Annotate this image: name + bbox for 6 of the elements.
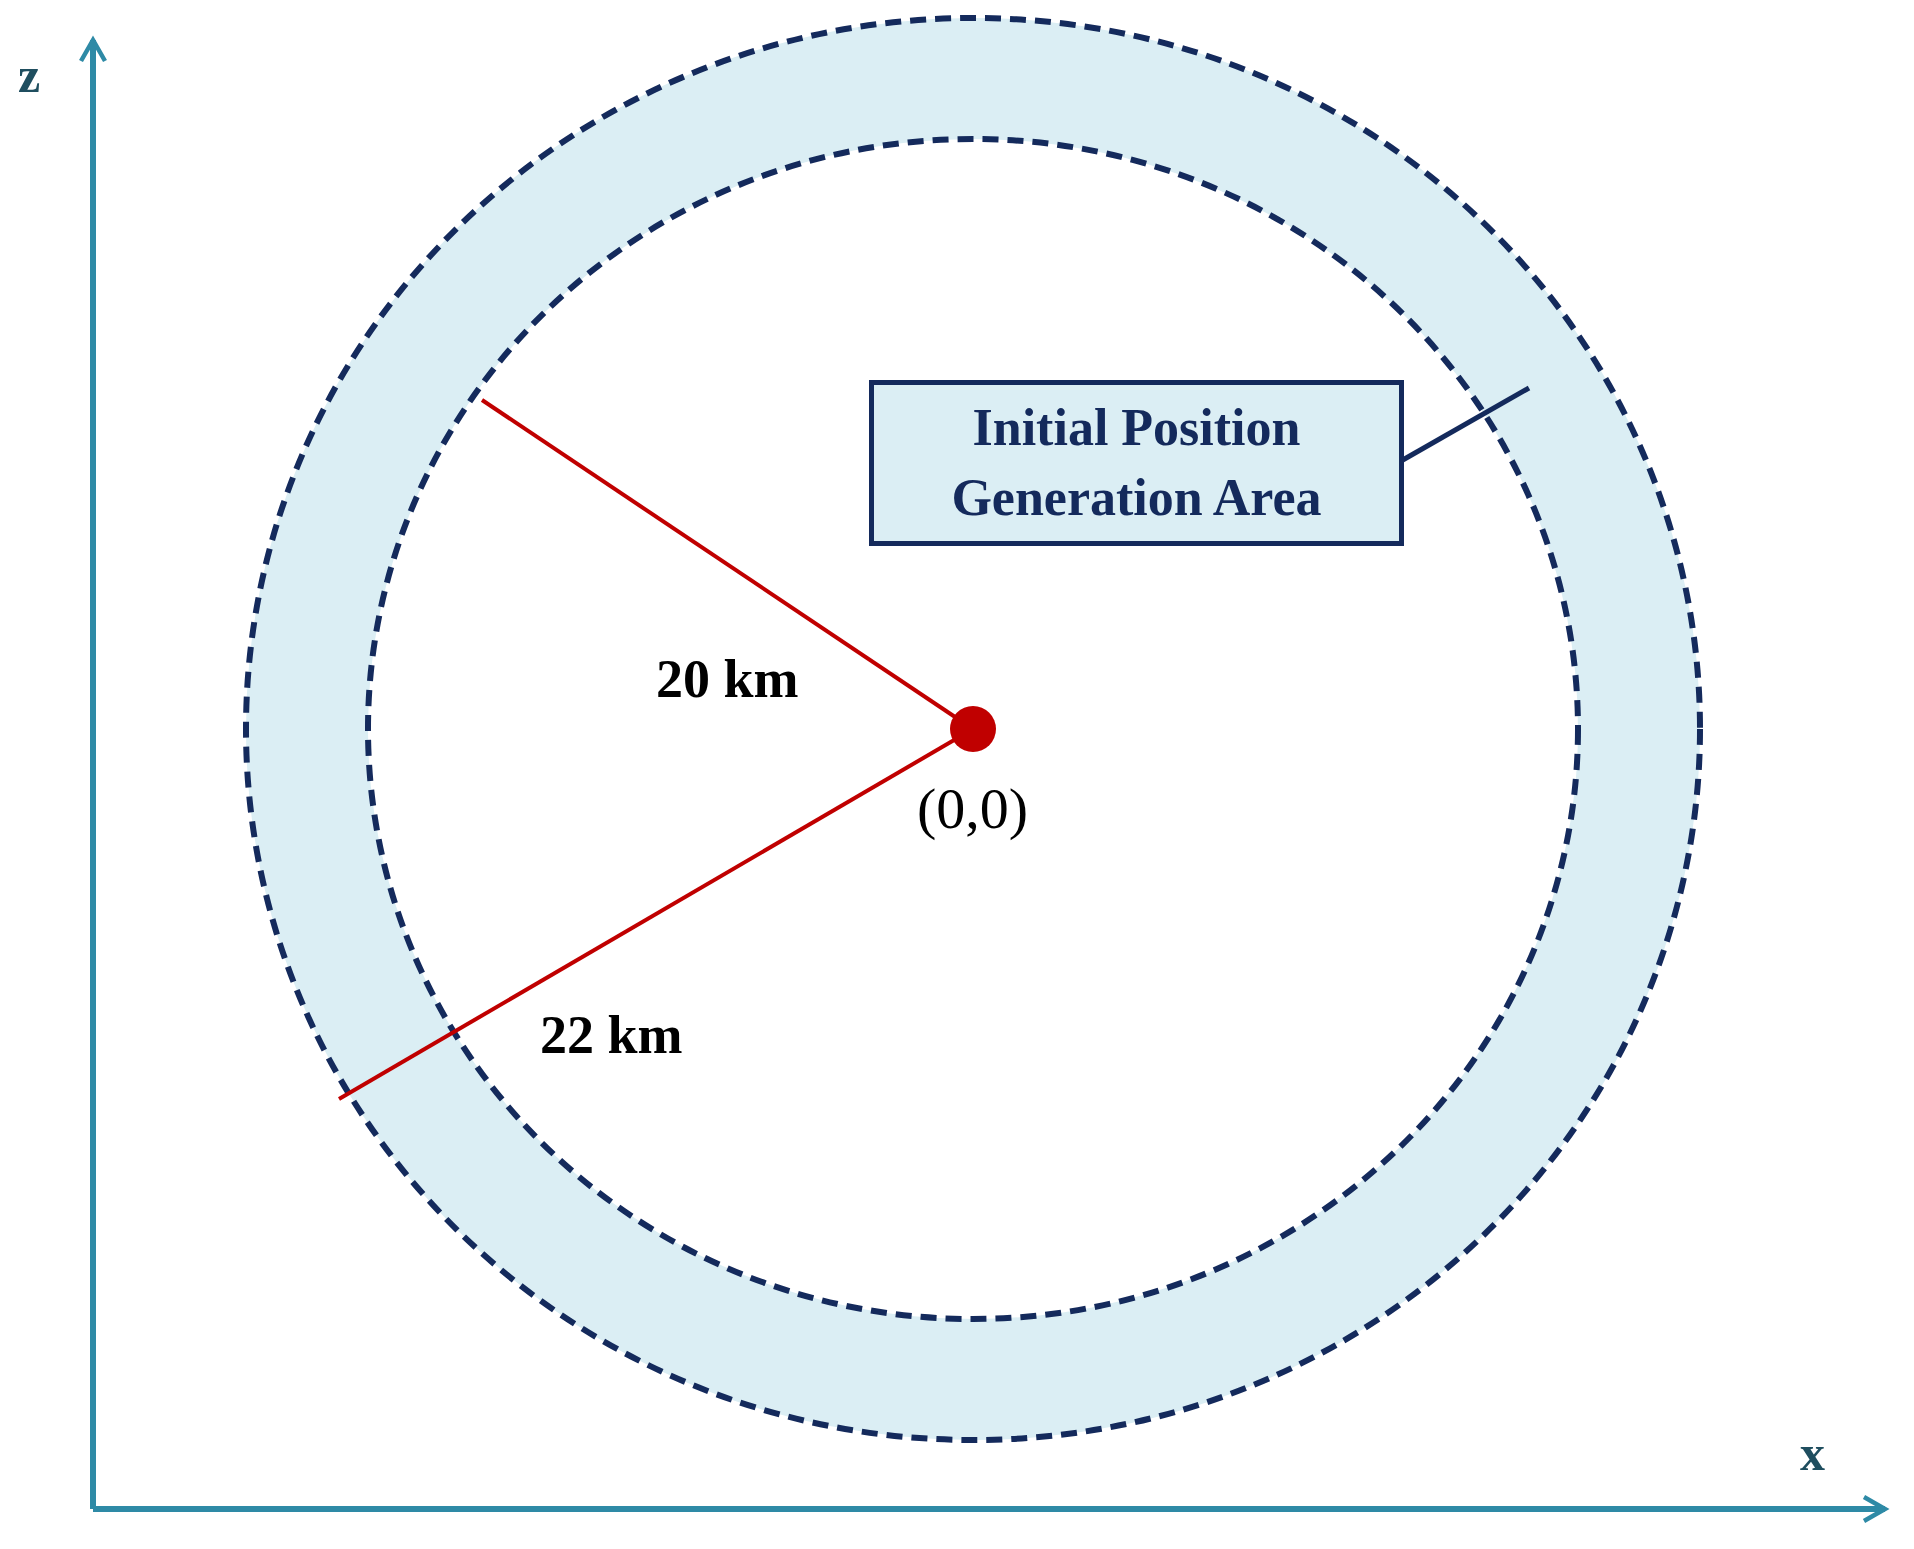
dimension-label: 20 km xyxy=(656,652,799,706)
coordinate-label: (0,0) xyxy=(917,780,1029,838)
ring-area xyxy=(243,15,1703,1443)
axis-label: x xyxy=(1800,1428,1825,1478)
axis-label: z xyxy=(18,50,41,100)
dimension-label: 22 km xyxy=(540,1008,683,1062)
